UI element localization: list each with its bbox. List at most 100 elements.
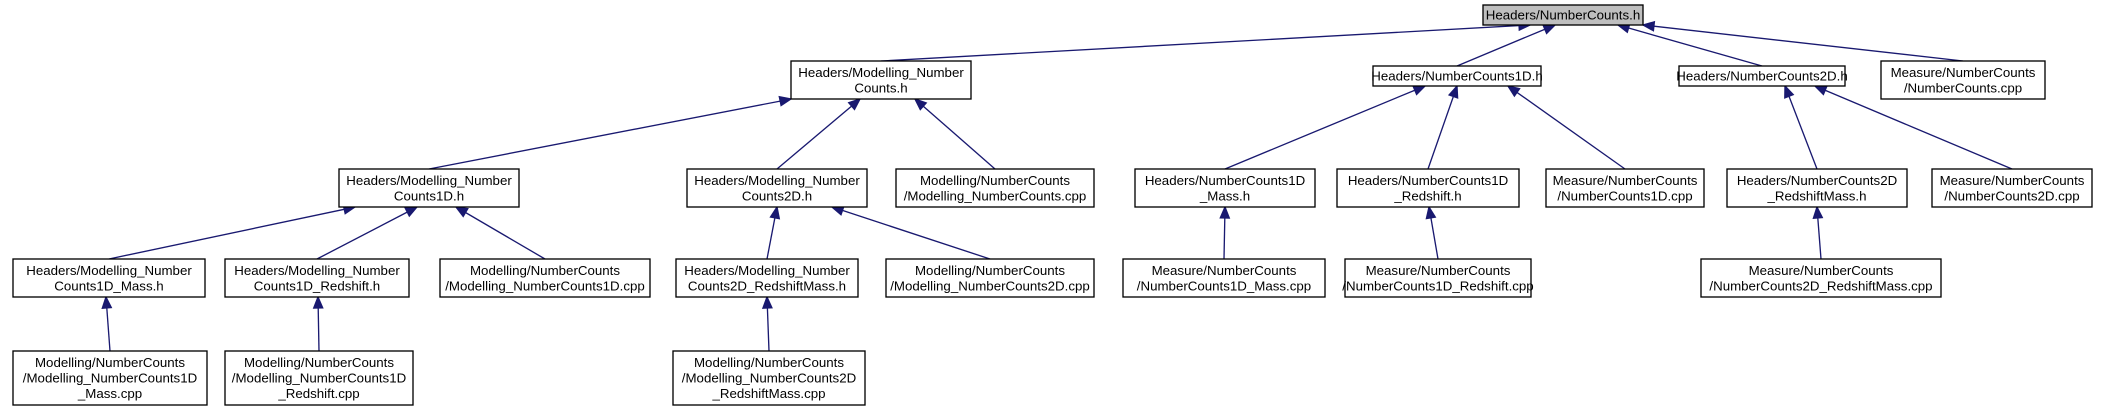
node-nc1rcpp[interactable]: Measure/NumberCounts/NumberCounts1D_Reds… [1342, 258, 1534, 298]
edge-line [1653, 25, 1964, 62]
node-nc2[interactable]: Headers/NumberCounts2D.h [1676, 65, 1848, 87]
node-mnc1m[interactable]: Headers/Modelling_NumberCounts1D_Mass.h [12, 258, 206, 298]
edge-line [428, 100, 781, 170]
node-mnc1rcpp[interactable]: Modelling/NumberCounts/Modelling_NumberC… [224, 350, 414, 406]
node-mnc1mcpp[interactable]: Modelling/NumberCounts/Modelling_NumberC… [12, 350, 208, 406]
arrowhead-icon [101, 295, 113, 310]
node-mnccpp[interactable]: Modelling/NumberCounts/Modelling_NumberC… [895, 168, 1095, 208]
node-mnc2[interactable]: Headers/Modelling_NumberCounts2D.h [686, 168, 868, 208]
node-label-line: Headers/Modelling_Number [694, 173, 860, 188]
arrowhead-icon [404, 206, 419, 218]
node-mnc2rmcpp[interactable]: Modelling/NumberCounts/Modelling_NumberC… [672, 350, 866, 406]
node-box [224, 350, 414, 406]
node-label-line: Counts1D.h [394, 188, 464, 203]
edge-nc1-to-root [1456, 24, 1557, 67]
node-box [1700, 258, 1942, 298]
edge-mnc1cpp-to-mnc1 [454, 206, 546, 260]
edge-nc1m-to-nc1 [1224, 85, 1427, 170]
edge-mnc1r-to-mnc1 [316, 206, 419, 260]
node-label-line: Measure/NumberCounts [1366, 263, 1511, 278]
edge-line [317, 307, 320, 352]
node-label-line: Headers/NumberCounts2D.h [1676, 69, 1847, 84]
node-label-line: /NumberCounts2D.cpp [1944, 188, 2079, 203]
arrowhead-icon [1812, 205, 1824, 220]
node-label-line: Headers/Modelling_Number [234, 263, 400, 278]
node-box [675, 258, 859, 298]
node-label-line: Measure/NumberCounts [1152, 263, 1297, 278]
arrowhead-icon [761, 295, 773, 309]
node-label-line: /NumberCounts2D_RedshiftMass.cpp [1709, 278, 1932, 293]
node-nc1m[interactable]: Headers/NumberCounts1D_Mass.h [1134, 168, 1316, 208]
edge-nc2rm-to-nc2 [1784, 84, 1818, 170]
edge-nc1cpp-to-nc1 [1506, 84, 1626, 170]
node-nc2rm[interactable]: Headers/NumberCounts2D_RedshiftMass.h [1726, 168, 1908, 208]
node-label-line: _Redshift.cpp [277, 386, 359, 401]
node-mnc2cpp[interactable]: Modelling/NumberCounts/Modelling_NumberC… [885, 258, 1095, 298]
node-mcpp[interactable]: Measure/NumberCounts/NumberCounts.cpp [1880, 60, 2046, 100]
node-nc1r[interactable]: Headers/NumberCounts1D_Redshift.h [1336, 168, 1520, 208]
arrowhead-icon [1784, 84, 1795, 99]
node-box [790, 60, 972, 100]
node-box [1545, 168, 1705, 208]
node-label-line: /Modelling_NumberCounts1D [232, 371, 406, 386]
arrowhead-icon [1506, 84, 1521, 98]
edge-line [1516, 91, 1626, 170]
edge-line [1456, 28, 1546, 67]
edges-layer [101, 20, 2013, 352]
node-box [672, 350, 866, 406]
edge-line [108, 208, 345, 260]
arrowhead-icon [1425, 205, 1437, 220]
node-label-line: /NumberCounts1D_Mass.cpp [1137, 278, 1311, 293]
node-nc2cpp[interactable]: Measure/NumberCounts/NumberCounts2D.cpp [1931, 168, 2093, 208]
node-label-line: Headers/NumberCounts1D.h [1371, 69, 1542, 84]
node-mnc1[interactable]: Headers/Modelling_NumberCounts1D.h [338, 168, 520, 208]
node-box [338, 168, 520, 208]
node-box [1372, 65, 1542, 87]
node-mnc1cpp[interactable]: Modelling/NumberCounts/Modelling_NumberC… [439, 258, 651, 298]
edge-nc1mcpp-to-nc1m [1219, 205, 1231, 260]
edge-line [766, 307, 770, 352]
node-label-line: /Modelling_NumberCounts1D [23, 371, 197, 386]
node-box [885, 258, 1095, 298]
edge-line [1430, 217, 1439, 260]
node-label-line: Measure/NumberCounts [1749, 263, 1894, 278]
edge-line [1824, 89, 2013, 170]
node-label-line: _RedshiftMass.h [1766, 188, 1866, 203]
node-label-line: /NumberCounts.cpp [1904, 80, 2022, 95]
node-box [12, 350, 208, 406]
node-label-line: Headers/NumberCounts2D [1737, 173, 1897, 188]
node-mnc2rm[interactable]: Headers/Modelling_NumberCounts2D_Redshif… [675, 258, 859, 298]
arrowhead-icon [1412, 85, 1427, 96]
edge-line [842, 209, 991, 260]
edge-mnc2-to-mnc [776, 97, 862, 170]
node-label-line: Counts2D.h [742, 188, 812, 203]
node-label-line: Headers/NumberCounts1D [1145, 173, 1305, 188]
edge-line [766, 217, 776, 260]
edge-line [776, 105, 853, 170]
arrowhead-icon [778, 95, 793, 107]
node-box [1931, 168, 2093, 208]
node-label-line: /Modelling_NumberCounts2D [682, 371, 856, 386]
node-label-line: /NumberCounts1D_Redshift.cpp [1342, 278, 1533, 293]
node-nc2rmcpp[interactable]: Measure/NumberCounts/NumberCounts2D_Reds… [1700, 258, 1942, 298]
edge-nc2rmcpp-to-nc2rm [1812, 205, 1824, 260]
edge-line [465, 211, 546, 260]
node-mnc1r[interactable]: Headers/Modelling_NumberCounts1D_Redshif… [224, 258, 410, 298]
edge-nc1r-to-nc1 [1427, 84, 1459, 170]
node-nc1[interactable]: Headers/NumberCounts1D.h [1371, 65, 1543, 87]
node-label-line: _Mass.cpp [77, 386, 142, 401]
edge-line [1788, 96, 1818, 170]
node-mnc[interactable]: Headers/Modelling_NumberCounts.h [790, 60, 972, 100]
node-label-line: Counts2D_RedshiftMass.h [688, 278, 846, 293]
node-box [1880, 60, 2046, 100]
node-nc1mcpp[interactable]: Measure/NumberCounts/NumberCounts1D_Mass… [1122, 258, 1326, 298]
node-label-line: Measure/NumberCounts [1553, 173, 1698, 188]
node-label-line: Headers/NumberCounts.h [1486, 8, 1640, 23]
arrowhead-icon [1219, 205, 1231, 219]
edge-line [1427, 96, 1455, 170]
node-box [439, 258, 651, 298]
node-nc1cpp[interactable]: Measure/NumberCounts/NumberCounts1D.cpp [1545, 168, 1705, 208]
node-label-line: Modelling/NumberCounts [915, 263, 1065, 278]
node-label-line: Headers/NumberCounts1D [1348, 173, 1508, 188]
